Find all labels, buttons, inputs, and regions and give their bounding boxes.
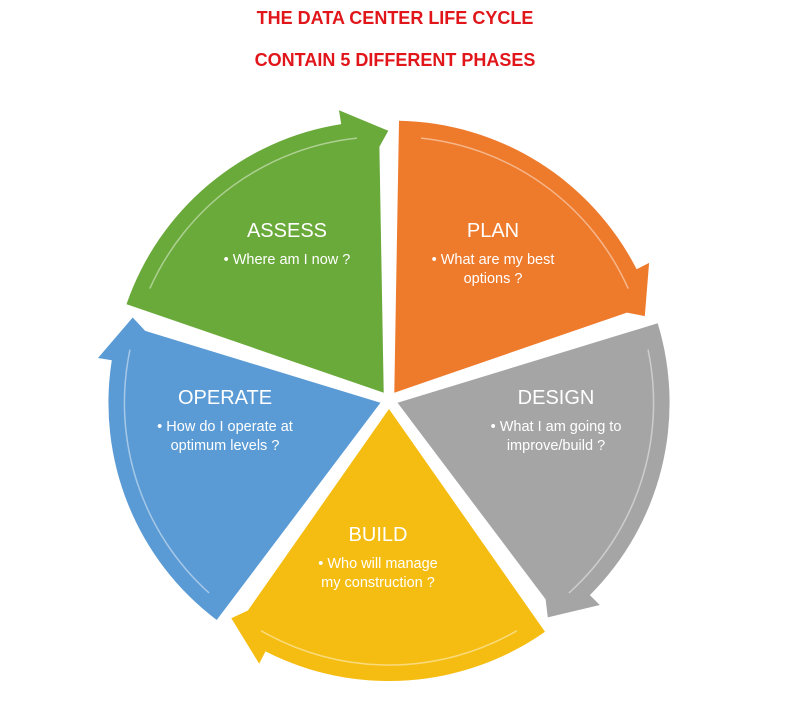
phase-plan: PLAN • What are my best options ?	[393, 220, 593, 289]
phase-label: DESIGN	[517, 387, 595, 409]
phase-wedge-assess	[126, 110, 389, 393]
phase-label: ASSESS	[246, 220, 328, 242]
phase-question: • Who will manage my construction ?	[318, 556, 438, 591]
phase-label: BUILD	[348, 524, 408, 546]
phase-build: BUILD • Who will manage my construction …	[278, 524, 478, 593]
phase-label: PLAN	[466, 220, 520, 242]
cycle-arrow-highlight	[260, 630, 518, 666]
cycle-arrow-highlight	[149, 137, 358, 289]
phase-wedge-build	[231, 409, 546, 682]
phase-wedge-plan	[394, 120, 650, 393]
phase-question: • Where am I now ?	[223, 252, 351, 268]
phase-operate: OPERATE • How do I operate at optimum le…	[125, 387, 325, 456]
phase-assess: ASSESS • Where am I now ?	[187, 220, 387, 270]
phase-question: • What I am going to improve/build ?	[490, 419, 622, 454]
cycle-arrow-highlight	[420, 137, 629, 289]
phase-question: • How do I operate at optimum levels ?	[157, 419, 293, 454]
diagram-title: THE DATA CENTER LIFE CYCLE	[256, 8, 534, 28]
phase-design: DESIGN • What I am going to improve/buil…	[456, 387, 656, 456]
diagram-subtitle: CONTAIN 5 DIFFERENT PHASES	[254, 50, 536, 70]
cycle-arrow-highlight	[568, 349, 655, 594]
phase-question: • What are my best options ?	[431, 252, 555, 287]
phase-wedge-operate	[98, 317, 381, 620]
cycle-arrow-highlight	[123, 349, 210, 594]
phase-label: OPERATE	[177, 387, 273, 409]
phase-wedge-design	[397, 323, 670, 618]
